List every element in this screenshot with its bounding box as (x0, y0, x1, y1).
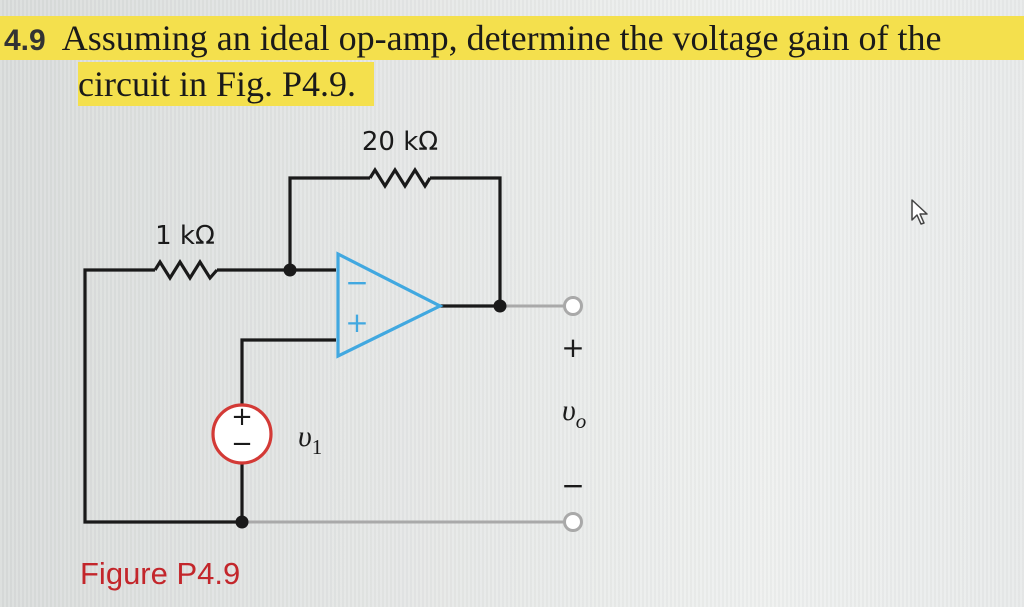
output-voltage-label: υo (562, 394, 586, 433)
feedback-wire-left (288, 176, 370, 270)
source-minus-sign: − (231, 429, 253, 459)
opamp-triangle (336, 251, 444, 359)
junction-node-inverting (283, 263, 297, 277)
output-voltage-symbol: υ (562, 394, 576, 427)
feedback-resistor-label: 20 kΩ (362, 127, 438, 157)
problem-statement-line-2: circuit in Fig. P4.9. (78, 62, 374, 106)
output-terminal-top (563, 296, 583, 316)
input-resistor-label: 1 kΩ (155, 221, 215, 251)
output-plus-sign: + (561, 331, 584, 364)
noninverting-input-wire (240, 338, 336, 406)
input-resistor (153, 258, 219, 282)
terminal-leads (240, 304, 565, 524)
source-voltage-symbol: υ (298, 420, 312, 453)
mouse-pointer-icon (911, 199, 928, 225)
output-minus-sign: − (561, 469, 584, 502)
junction-node-ground (235, 515, 249, 529)
opamp-plus-sign: + (345, 306, 368, 339)
feedback-wire-right (430, 176, 502, 306)
source-plus-sign: + (231, 402, 253, 432)
problem-number: 4.9 (4, 24, 46, 57)
output-voltage-subscript: o (576, 409, 587, 433)
junction-node-output (493, 299, 507, 313)
feedback-resistor (368, 166, 432, 190)
source-voltage-label: υ1 (298, 420, 322, 459)
output-terminal-bottom (563, 512, 583, 532)
voltage-source-circle (211, 403, 273, 465)
source-voltage-subscript: 1 (312, 435, 323, 459)
figure-caption: Figure P4.9 (80, 556, 241, 591)
problem-text-line-1: Assuming an ideal op-amp, determine the … (61, 18, 942, 58)
opamp-minus-sign: − (345, 266, 368, 299)
input-loop-wire (83, 268, 240, 524)
circuit-wires (83, 176, 502, 524)
problem-statement-line-1: 4.9 Assuming an ideal op-amp, determine t… (0, 16, 1024, 60)
problem-text-line-2: circuit in Fig. P4.9. (78, 64, 356, 104)
